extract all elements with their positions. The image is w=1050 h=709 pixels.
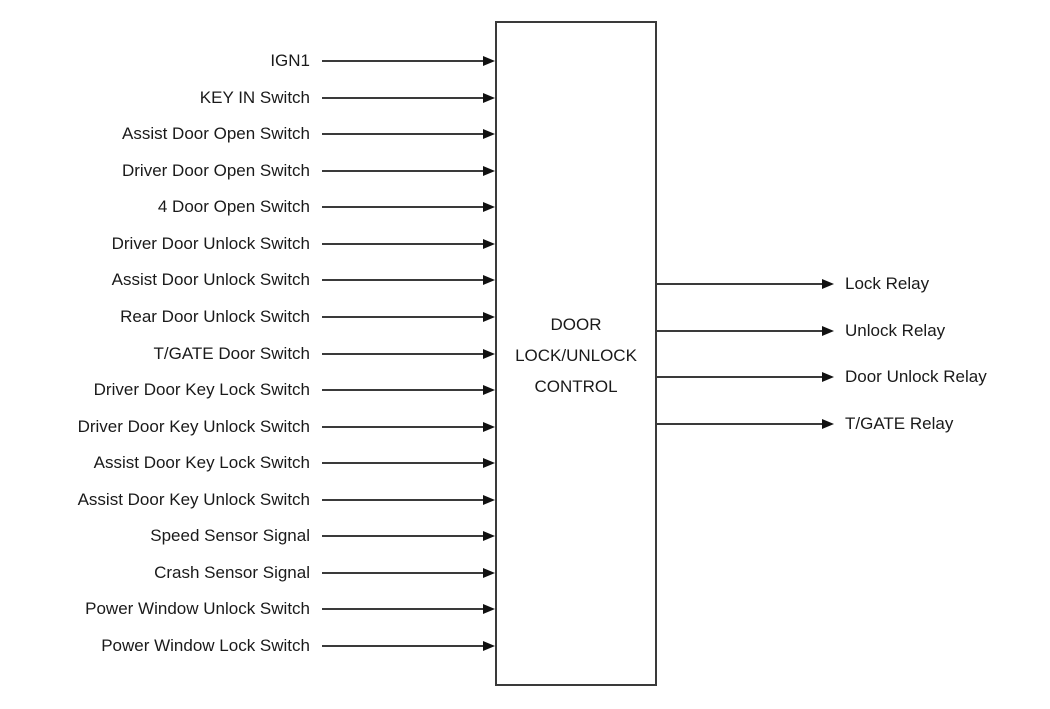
input-signal-label: Driver Door Unlock Switch xyxy=(111,234,310,253)
input-signal-row: Driver Door Key Lock Switch xyxy=(0,379,495,401)
input-signal-row: Driver Door Key Unlock Switch xyxy=(0,416,495,438)
input-signal-label: Power Window Lock Switch xyxy=(101,636,310,655)
input-signal-label: Rear Door Unlock Switch xyxy=(120,307,310,326)
signal-wire xyxy=(322,426,483,428)
arrowhead-right-icon xyxy=(483,166,495,176)
control-block: DOOR LOCK/UNLOCK CONTROL xyxy=(495,21,657,686)
arrowhead-right-icon xyxy=(483,56,495,66)
input-signal-row: Power Window Lock Switch xyxy=(0,635,495,657)
arrowhead-right-icon xyxy=(483,385,495,395)
input-signal-row: IGN1 xyxy=(0,50,495,72)
arrowhead-right-icon xyxy=(483,239,495,249)
arrowhead-right-icon xyxy=(483,129,495,139)
input-signal-row: Assist Door Open Switch xyxy=(0,123,495,145)
input-signal-label: 4 Door Open Switch xyxy=(157,197,310,216)
arrowhead-right-icon xyxy=(483,349,495,359)
arrowhead-right-icon xyxy=(483,531,495,541)
arrowhead-right-icon xyxy=(483,568,495,578)
signal-wire xyxy=(657,283,822,285)
input-signal-label: Power Window Unlock Switch xyxy=(85,599,310,618)
control-block-title-line1: DOOR xyxy=(550,315,602,334)
signal-wire xyxy=(322,572,483,574)
input-signal-label: KEY IN Switch xyxy=(199,88,310,107)
input-signal-row: Crash Sensor Signal xyxy=(0,562,495,584)
output-signal-label: T/GATE Relay xyxy=(845,414,954,433)
output-signal-row: Lock Relay xyxy=(657,273,929,295)
arrowhead-right-icon xyxy=(483,495,495,505)
input-signal-label: Assist Door Key Lock Switch xyxy=(93,453,310,472)
signal-wire xyxy=(657,376,822,378)
signal-wire xyxy=(322,535,483,537)
arrowhead-right-icon xyxy=(483,202,495,212)
signal-wire xyxy=(322,170,483,172)
control-block-title-line3: CONTROL xyxy=(534,377,618,396)
control-block-title-line2: LOCK/UNLOCK xyxy=(515,346,637,365)
input-signal-label: Driver Door Key Unlock Switch xyxy=(77,417,310,436)
input-signal-label: Driver Door Open Switch xyxy=(121,161,310,180)
output-signal-row: T/GATE Relay xyxy=(657,413,953,435)
input-signal-label: Assist Door Key Unlock Switch xyxy=(77,490,310,509)
input-signal-label: Driver Door Key Lock Switch xyxy=(93,380,310,399)
signal-wire xyxy=(322,316,483,318)
input-signal-label: Speed Sensor Signal xyxy=(150,526,310,545)
input-signal-label: Assist Door Open Switch xyxy=(121,124,310,143)
arrowhead-right-icon xyxy=(483,604,495,614)
control-block-title: DOOR LOCK/UNLOCK CONTROL xyxy=(497,309,655,402)
input-signal-label: Crash Sensor Signal xyxy=(154,563,310,582)
input-signal-row: Speed Sensor Signal xyxy=(0,525,495,547)
signal-wire xyxy=(322,389,483,391)
input-signal-row: 4 Door Open Switch xyxy=(0,196,495,218)
signal-wire xyxy=(322,608,483,610)
arrowhead-right-icon xyxy=(483,641,495,651)
arrowhead-right-icon xyxy=(483,422,495,432)
input-signal-row: Power Window Unlock Switch xyxy=(0,598,495,620)
arrowhead-right-icon xyxy=(822,419,834,429)
input-signal-row: T/GATE Door Switch xyxy=(0,343,495,365)
input-signal-row: Assist Door Key Lock Switch xyxy=(0,452,495,474)
arrowhead-right-icon xyxy=(483,312,495,322)
input-signal-row: KEY IN Switch xyxy=(0,87,495,109)
signal-wire xyxy=(322,60,483,62)
output-signal-row: Unlock Relay xyxy=(657,320,945,342)
input-signal-label: T/GATE Door Switch xyxy=(153,344,311,363)
input-signal-label: IGN1 xyxy=(270,51,310,70)
signal-wire xyxy=(322,97,483,99)
arrowhead-right-icon xyxy=(483,275,495,285)
signal-wire xyxy=(657,423,822,425)
input-signal-row: Assist Door Unlock Switch xyxy=(0,269,495,291)
arrowhead-right-icon xyxy=(483,93,495,103)
signal-wire xyxy=(657,330,822,332)
input-signal-row: Assist Door Key Unlock Switch xyxy=(0,489,495,511)
output-signal-label: Door Unlock Relay xyxy=(845,367,987,386)
output-signal-label: Lock Relay xyxy=(845,274,930,293)
signal-wire xyxy=(322,243,483,245)
input-signal-row: Rear Door Unlock Switch xyxy=(0,306,495,328)
signal-wire xyxy=(322,133,483,135)
signal-wire xyxy=(322,645,483,647)
signal-wire xyxy=(322,206,483,208)
arrowhead-right-icon xyxy=(483,458,495,468)
signal-wire xyxy=(322,499,483,501)
arrowhead-right-icon xyxy=(822,279,834,289)
input-signal-row: Driver Door Open Switch xyxy=(0,160,495,182)
input-signal-label: Assist Door Unlock Switch xyxy=(111,270,310,289)
output-signal-label: Unlock Relay xyxy=(845,321,946,340)
output-signal-row: Door Unlock Relay xyxy=(657,366,987,388)
signal-wire xyxy=(322,353,483,355)
arrowhead-right-icon xyxy=(822,326,834,336)
input-signal-row: Driver Door Unlock Switch xyxy=(0,233,495,255)
signal-wire xyxy=(322,462,483,464)
arrowhead-right-icon xyxy=(822,372,834,382)
signal-wire xyxy=(322,279,483,281)
